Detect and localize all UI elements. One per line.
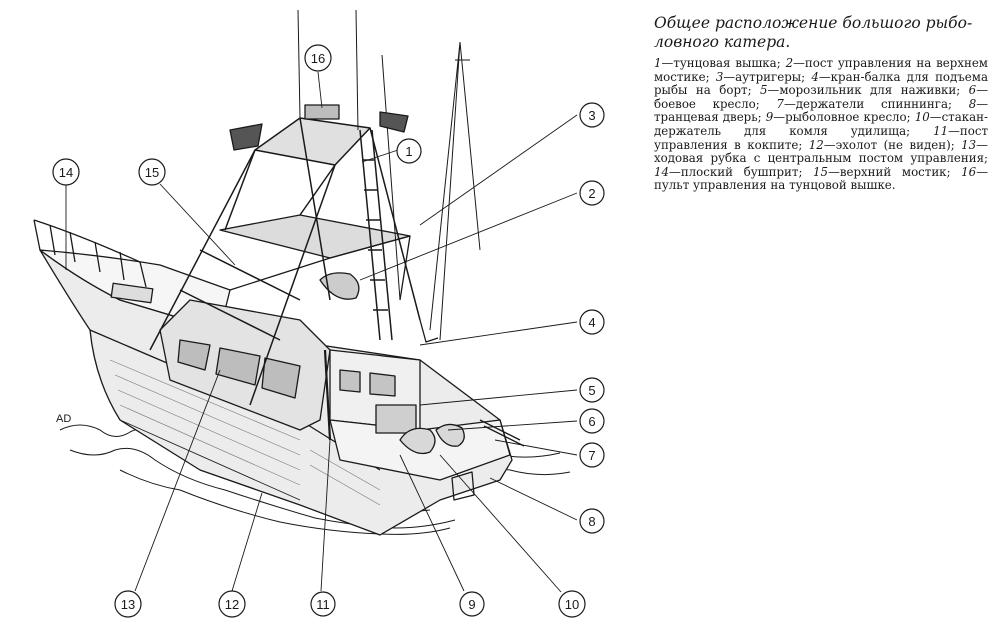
svg-text:6: 6 — [588, 414, 595, 429]
legend-item: 15—верхний мостик; — [813, 164, 962, 179]
legend-number: 3 — [715, 69, 724, 84]
antenna — [297, 9, 401, 301]
legend-number: 8 — [968, 96, 977, 111]
legend-text: боевое кресло — [654, 96, 756, 111]
callout-12: 12 — [218, 590, 246, 618]
legend-item: 1—тунцовая вышка; — [654, 56, 786, 70]
svg-text:16: 16 — [311, 51, 325, 66]
legend-item: 10—стакан-держатель для комля удилища; — [654, 110, 988, 138]
svg-text:11: 11 — [316, 597, 330, 612]
callout-9: 9 — [459, 591, 485, 617]
legend-text: верхний мостик — [839, 164, 947, 179]
fishing-chair — [435, 423, 465, 447]
callout-2: 2 — [579, 180, 605, 206]
legend-number: 11 — [933, 123, 949, 138]
svg-text:3: 3 — [588, 108, 595, 123]
legend-text: пост управления на верхнем мостике — [654, 56, 988, 84]
callout-3: 3 — [579, 102, 605, 128]
transom-door — [451, 471, 475, 501]
callout-1: 1 — [396, 138, 422, 164]
artist-mark: AD — [56, 413, 71, 425]
legend-item: 12—эхолот (не виден); — [808, 137, 962, 152]
figure-title: Общее расположение большого рыбо-ловного… — [654, 14, 973, 51]
legend-text: аутригеры — [735, 69, 802, 84]
legend-text: ходовая рубка с центральным постом управ… — [654, 151, 985, 166]
legend-number: 7 — [776, 96, 784, 111]
legend-number: 15 — [813, 164, 829, 179]
legend-text: держатели спиннинга — [795, 96, 948, 111]
legend-text: пост управления в кокпите — [654, 123, 988, 152]
legend-item: 3—аутригеры; — [715, 69, 812, 84]
callout-5: 5 — [579, 377, 605, 403]
legend-text: плоский бушприт — [680, 164, 799, 179]
legend-item: 5—морозильник для наживки; — [760, 83, 969, 98]
legend-text: эхолот (не виден) — [835, 137, 951, 152]
fighting-chair — [399, 427, 436, 455]
legend-item: 11—пост управления в кокпите; — [654, 123, 988, 152]
svg-text:4: 4 — [588, 315, 595, 330]
legend-text: рыболовное кресло — [785, 110, 907, 125]
callout-13: 13 — [114, 590, 142, 618]
svg-text:15: 15 — [145, 165, 159, 180]
svg-text:5: 5 — [588, 383, 595, 398]
legend-text: стакан-держатель для комля удилища — [654, 110, 988, 138]
callout-4: 4 — [579, 309, 605, 335]
legend-text: кран-балка для подъема рыбы на борт — [654, 69, 988, 98]
boat-illustration: AD 1 2 3 4 5 6 7 8 9 10 11 12 13 14 15 — [33, 9, 605, 618]
tuna-tower — [149, 117, 421, 406]
rod-holders — [479, 419, 525, 447]
svg-text:9: 9 — [468, 597, 475, 612]
bait-freezer — [375, 404, 417, 434]
legend-number: 10 — [914, 110, 930, 125]
legend-number: 14 — [654, 164, 670, 179]
legend-text: транцевая дверь — [654, 110, 758, 125]
legend-number: 1 — [654, 56, 662, 70]
leader-lines — [65, 71, 578, 593]
callout-6: 6 — [579, 408, 605, 434]
legend-item: 2—пост управления на верхнем мостике; — [654, 56, 988, 84]
legend-number: 16 — [961, 164, 977, 179]
figure-legend: 1—тунцовая вышка; 2—пост управления на в… — [654, 56, 988, 193]
callout-11: 11 — [310, 591, 336, 617]
svg-text:14: 14 — [59, 165, 73, 180]
legend-item: 16—пульт управления на тунцовой вышке. — [654, 164, 988, 193]
legend-text: морозильник для наживки — [779, 83, 957, 98]
legend-number: 9 — [765, 110, 774, 125]
deck-hatch — [110, 282, 154, 304]
callout-7: 7 — [579, 442, 605, 468]
legend-number: 5 — [760, 83, 768, 98]
outriggers — [429, 41, 481, 341]
callout-8: 8 — [579, 508, 605, 534]
legend-item: 13—ходовая рубка с центральным постом уп… — [654, 137, 988, 166]
legend-item: 4—кран-балка для подъема рыбы на борт; — [654, 69, 988, 98]
figure-caption: Общее расположение большого рыбо-ловного… — [654, 14, 988, 193]
svg-text:1: 1 — [405, 144, 412, 159]
legend-item: 9—рыболовное кресло; — [765, 110, 915, 125]
svg-text:12: 12 — [225, 597, 239, 612]
svg-text:13: 13 — [121, 597, 135, 612]
legend-text: пульт управления на тунцовой вышке — [654, 178, 892, 193]
legend-item: 7—держатели спиннинга; — [776, 96, 969, 111]
bridge-console — [319, 272, 360, 300]
svg-text:2: 2 — [588, 186, 595, 201]
callout-16: 16 — [304, 44, 332, 72]
callout-14: 14 — [52, 158, 80, 186]
cockpit-control-post — [323, 349, 332, 441]
legend-item: 14—плоский бушприт; — [654, 164, 814, 179]
legend-number: 2 — [785, 56, 794, 70]
legend-number: 4 — [811, 69, 819, 84]
legend-item: 6—боевое кресло; — [654, 83, 988, 111]
davit — [419, 319, 439, 343]
svg-text:10: 10 — [565, 597, 579, 612]
legend-item: 8—транцевая дверь; — [654, 96, 988, 125]
legend-number: 12 — [808, 137, 824, 152]
callout-15: 15 — [138, 158, 166, 186]
legend-number: 13 — [961, 137, 977, 152]
svg-text:8: 8 — [588, 514, 595, 529]
callout-10: 10 — [558, 590, 586, 618]
svg-text:7: 7 — [588, 448, 595, 463]
legend-text: тунцовая вышка — [673, 56, 777, 70]
bow-pulpit — [33, 219, 147, 288]
legend-number: 6 — [968, 83, 977, 98]
